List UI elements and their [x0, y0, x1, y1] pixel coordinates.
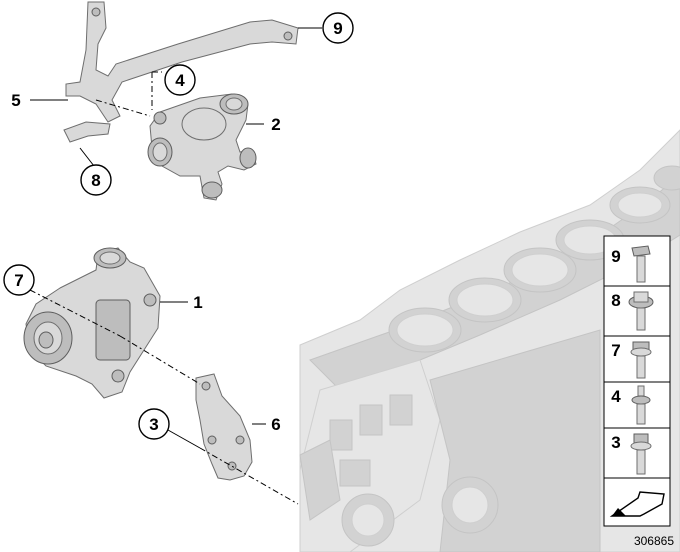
leader-lines [29, 27, 322, 505]
collar-bolt-icon [630, 341, 652, 379]
callout-2: 2 [271, 115, 280, 134]
legend-item-3: 3 [611, 433, 652, 475]
callout-6: 6 [271, 415, 280, 434]
legend-number: 8 [611, 291, 620, 310]
callout-8: 8 [80, 164, 112, 196]
bracket-part-6 [195, 373, 253, 481]
thermostat-housing-part-2 [147, 93, 257, 201]
stud-bolt-icon [631, 385, 651, 425]
legend-number: 3 [611, 433, 620, 452]
legend-number: 9 [611, 247, 620, 266]
callout-5-label: 5 [11, 91, 20, 110]
bracket-part-5 [63, 1, 299, 143]
water-pump-part-1 [23, 247, 161, 399]
callout-5: 5 [11, 91, 20, 110]
diagram-number: 306865 [634, 534, 674, 548]
bolt-icon [631, 245, 651, 283]
engine-block [299, 129, 680, 552]
fastener-legend: 9 8 7 4 [603, 235, 671, 527]
callout-6-label: 6 [271, 415, 280, 434]
callout-1: 1 [193, 293, 202, 312]
callout-2-label: 2 [271, 115, 280, 134]
callout-7: 7 [3, 264, 35, 296]
reference-arrow-icon [609, 491, 665, 517]
callout-8-label: 8 [91, 171, 100, 190]
legend-item-7: 7 [611, 341, 652, 379]
callout-1-label: 1 [193, 293, 202, 312]
callout-9-label: 9 [333, 19, 342, 38]
callout-9: 9 [322, 12, 354, 44]
legend-number: 7 [611, 341, 620, 360]
hex-bolt-icon [630, 433, 652, 475]
legend-item-8: 8 [611, 291, 654, 331]
callout-3-label: 3 [149, 415, 158, 434]
legend-number: 4 [611, 387, 621, 406]
callout-4: 4 [164, 64, 196, 96]
callout-3: 3 [138, 408, 170, 440]
flange-bolt-icon [628, 291, 654, 331]
callout-4-label: 4 [175, 71, 185, 90]
callout-7-label: 7 [14, 271, 23, 290]
legend-item-4: 4 [611, 385, 651, 425]
legend-item-9: 9 [611, 245, 651, 283]
